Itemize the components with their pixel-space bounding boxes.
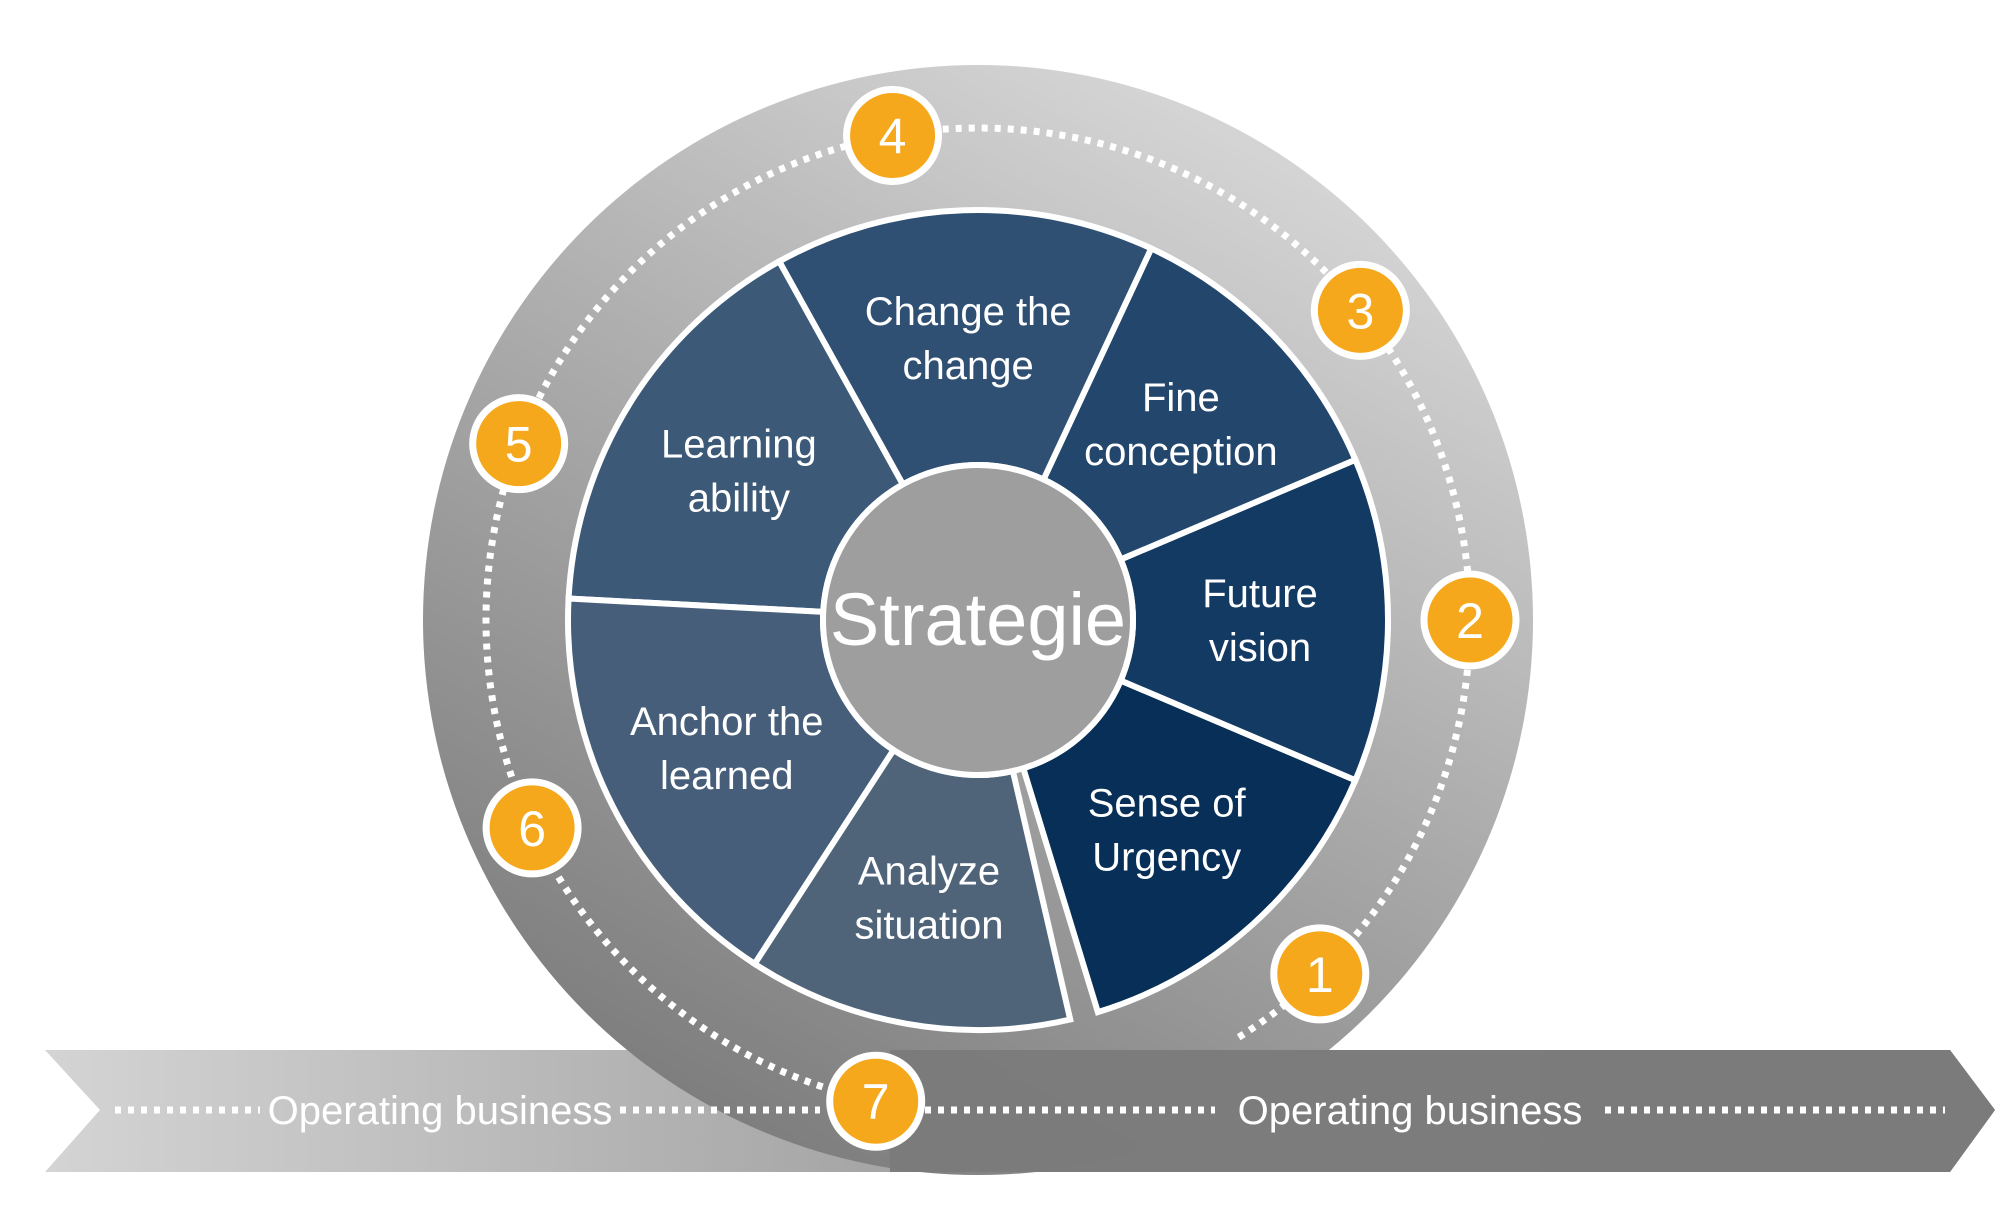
- step-badge-4: [843, 85, 943, 185]
- step-badge-number-6: 6: [518, 801, 546, 857]
- step-badge-7: [826, 1051, 926, 1151]
- step-badge-5: [469, 394, 569, 494]
- band-label-left: Operating business: [268, 1089, 613, 1133]
- center-label: Strategie: [830, 578, 1126, 661]
- step-badge-number-1: 1: [1306, 947, 1334, 1003]
- step-badge-3: [1310, 260, 1410, 360]
- operating-band-front: [890, 1050, 1995, 1172]
- step-badge-number-4: 4: [879, 108, 907, 164]
- band-label-right: Operating business: [1238, 1089, 1583, 1133]
- step-badge-1: [1270, 924, 1370, 1024]
- center-hub: [820, 462, 1136, 778]
- step-badge-number-5: 5: [505, 417, 533, 473]
- step-badge-2: [1420, 570, 1520, 670]
- step-badges: 1 2 3 4 5 6 7: [469, 85, 1520, 1151]
- step-badge-6: [482, 778, 582, 878]
- step-badge-number-2: 2: [1456, 593, 1484, 649]
- step-badge-number-7: 7: [862, 1074, 890, 1130]
- step-badge-number-3: 3: [1346, 283, 1374, 339]
